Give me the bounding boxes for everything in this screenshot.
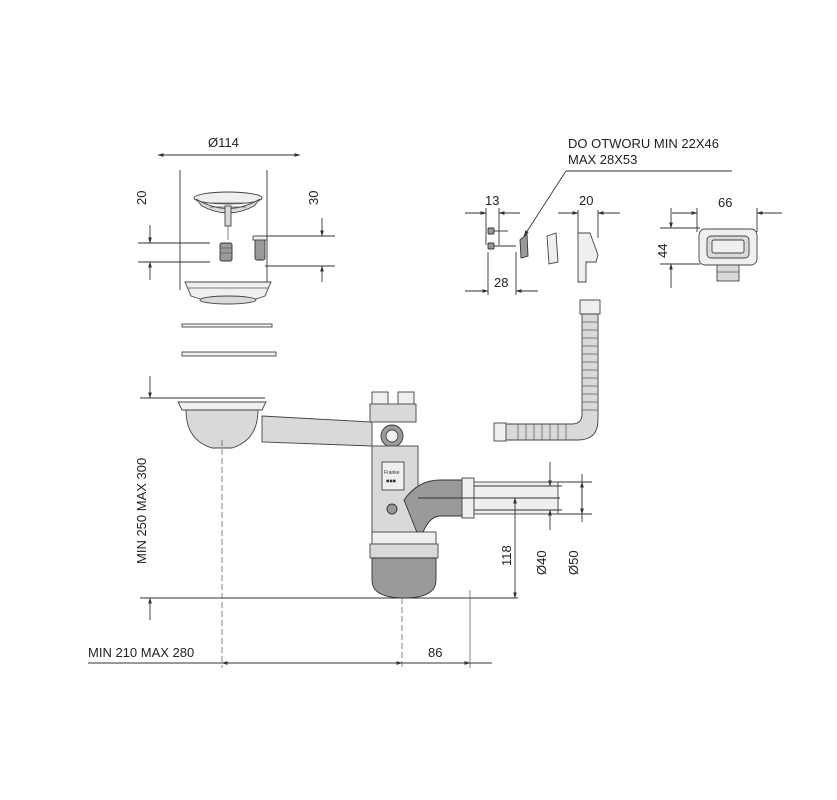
siphon-assembly: Franke ◼◼◼ (177, 391, 559, 599)
brand-label: Franke (384, 470, 400, 476)
overflow-flex-hose (493, 299, 601, 442)
outlet-d40-label: Ø40 (534, 550, 549, 575)
outlet-d50-label: Ø50 (566, 550, 581, 575)
hole-note-line2: MAX 28X53 (568, 152, 637, 167)
strainer-basket-part (193, 191, 263, 240)
gasket-bottom (181, 351, 277, 357)
strainer-exploded-view: Ø114 20 30 (134, 135, 335, 357)
height-range-label: MIN 250 MAX 300 (134, 458, 149, 564)
main-dimensions: MIN 250 MAX 300 118 Ø40 Ø50 MIN 210 MAX … (88, 376, 592, 668)
gasket-top (181, 323, 273, 328)
screw-13-label: 13 (485, 193, 499, 208)
brand-sub-label: ◼◼◼ (386, 478, 396, 483)
overflow-fixings: DO OTWORU MIN 22X46 MAX 28X53 13 28 20 (465, 136, 732, 295)
overflow-head-part: 66 44 (655, 195, 782, 288)
clip-20-label: 20 (579, 193, 593, 208)
outlet-118-label: 118 (499, 545, 514, 566)
overflow-66-label: 66 (718, 195, 732, 210)
screw-28-label: 28 (494, 275, 508, 290)
offset-86-label: 86 (428, 645, 442, 660)
strainer-height-30-label: 30 (306, 191, 321, 205)
hole-note-line1: DO OTWORU MIN 22X46 (568, 136, 719, 151)
width-range-label: MIN 210 MAX 280 (88, 645, 194, 660)
strainer-body-part (184, 281, 272, 305)
overflow-44-label: 44 (655, 244, 670, 258)
strainer-height-20-label: 20 (134, 191, 149, 205)
strainer-screws (219, 235, 268, 262)
diameter-strainer-label: Ø114 (208, 135, 239, 150)
